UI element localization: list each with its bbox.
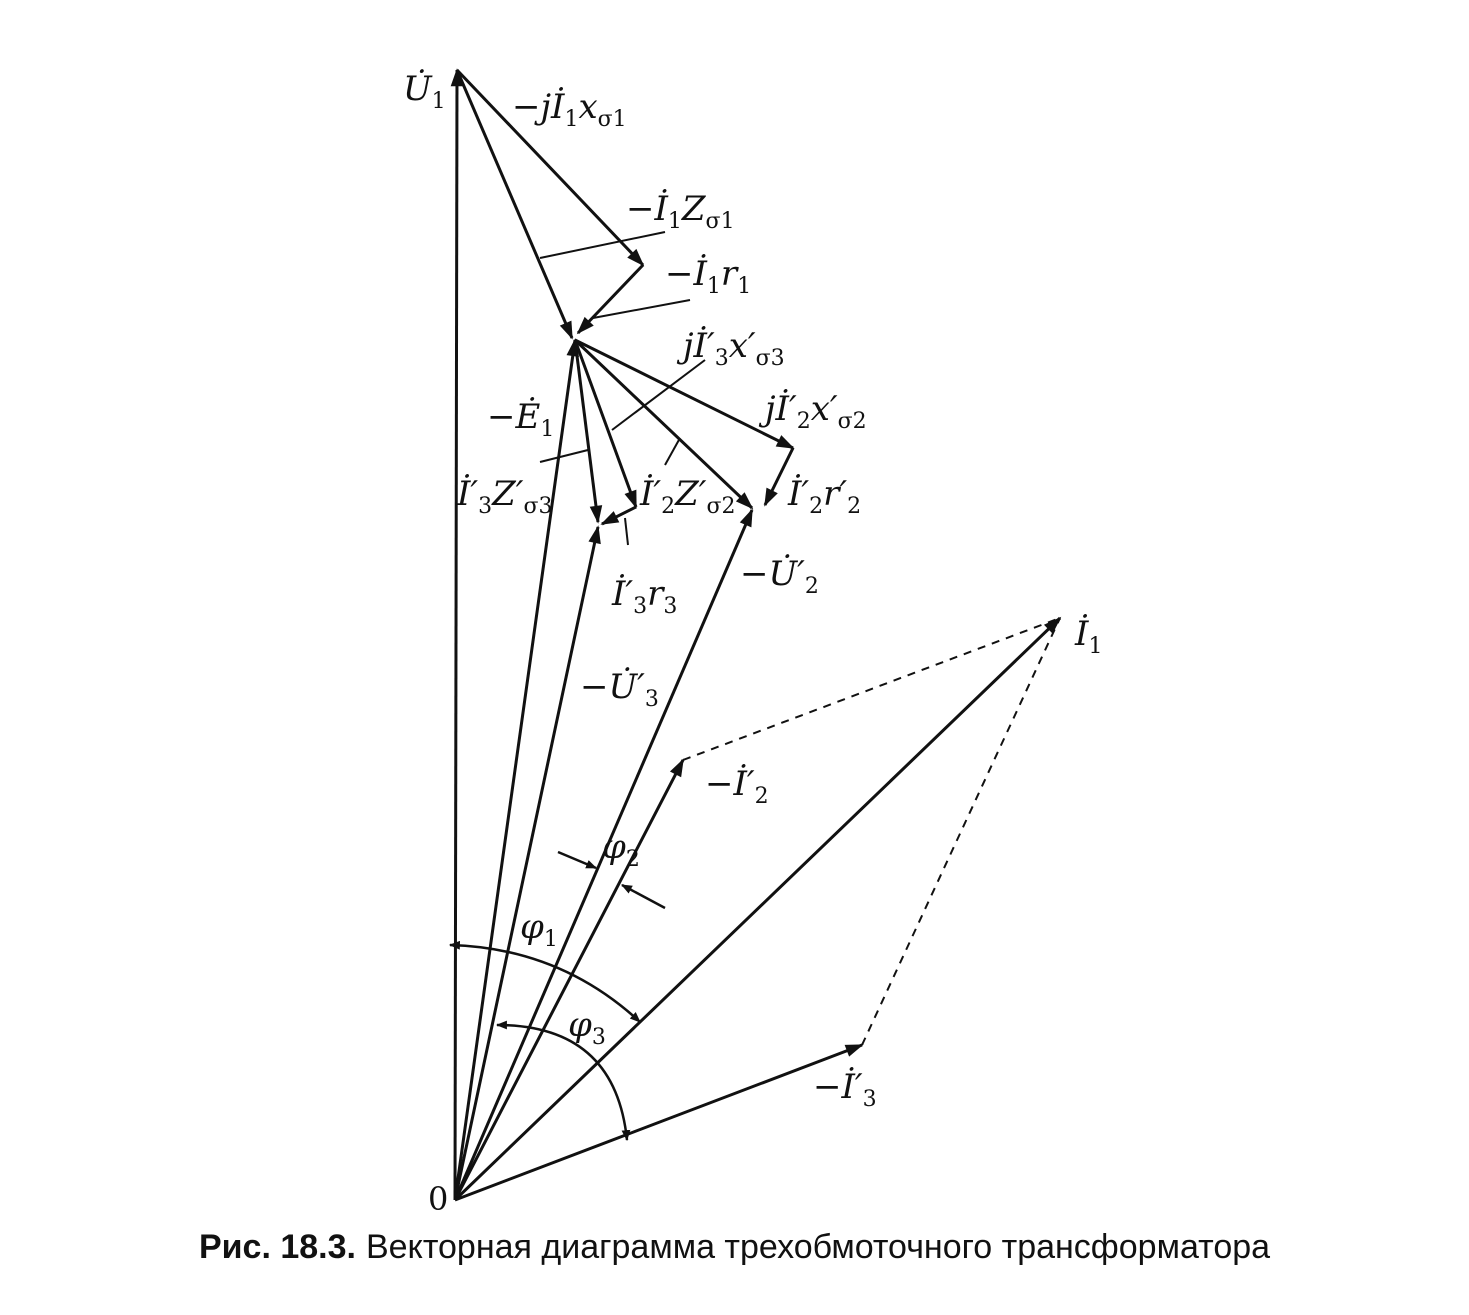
label-phi1: φ1 [520, 907, 558, 952]
vector-E1 [453, 338, 580, 1201]
label-jI3x3: jİ′3x′σ3 [676, 326, 785, 371]
figure-number: Рис. 18.3. [198, 1228, 356, 1266]
leader-I1r [592, 299, 691, 319]
vector-jI3-x3 [573, 339, 638, 509]
figure-caption: Рис. 18.3.Векторная диаграмма трехобмото… [0, 1228, 1469, 1267]
vector-I1-r1 [576, 263, 645, 335]
vector-I3 [454, 1043, 864, 1202]
leader-I2Z [664, 437, 681, 466]
vector-I2-r2 [763, 447, 795, 507]
label-I2: −İ′2 [705, 764, 769, 809]
vector-I1-Z1 [455, 69, 574, 340]
label-origin: 0 [428, 1180, 448, 1218]
leader-I3r [624, 517, 629, 546]
arc-phi2-left [557, 850, 598, 870]
label-phi2: φ2 [602, 827, 640, 872]
dashed-construction-I3 [861, 617, 1061, 1046]
label-I1r1: −İ1r1 [665, 254, 751, 299]
label-E1: −Ė1 [487, 397, 554, 442]
arc-phi3 [495, 1020, 631, 1142]
dashed-construction-I2 [682, 617, 1061, 761]
vector-U1 [450, 68, 464, 1201]
vector-I3-Z3 [573, 339, 603, 524]
vector-U3 [453, 525, 601, 1201]
label-I1: İ1 [1074, 614, 1102, 659]
vector-jI1-x1 [455, 68, 645, 267]
label-jI2x2: jİ′2x′σ2 [758, 389, 867, 434]
label-I2r2: İ′2r′2 [787, 474, 861, 519]
label-I3r3: İ′3r3 [611, 574, 677, 619]
leader-I1Z [539, 231, 666, 259]
vector-jI2-x2 [574, 338, 795, 450]
label-U2: −U̇′2 [740, 554, 819, 599]
label-I3Z3: İ′3Z′σ3 [456, 474, 553, 519]
arc-phi2-right [621, 883, 666, 910]
figure-caption-text: Векторная диаграмма трехобмоточного тран… [365, 1228, 1271, 1266]
vector-I1 [453, 616, 1062, 1202]
arc-phi1 [448, 940, 641, 1023]
vector-I3-r3 [600, 505, 637, 526]
label-I3: −İ′3 [813, 1067, 877, 1112]
label-phi3: φ3 [568, 1005, 606, 1050]
label-I2Z2: İ′2Z′σ2 [639, 474, 736, 519]
leader-I3Z [539, 449, 589, 463]
label-U3: −U̇′3 [580, 667, 659, 712]
label-I1Z1: −İ1Zσ1 [626, 189, 735, 234]
label-U1: U̇1 [403, 69, 446, 114]
vector-diagram: 0 U̇1 −jİ1xσ1 −İ1Zσ1 −İ1r1 jİ′3x′σ3 jİ′2… [403, 68, 1102, 1218]
label-jI1x1: −jİ1xσ1 [512, 87, 627, 132]
vector-I2 [453, 758, 685, 1201]
leader-jI3x [611, 359, 706, 431]
vector-I2-Z2 [573, 338, 754, 510]
